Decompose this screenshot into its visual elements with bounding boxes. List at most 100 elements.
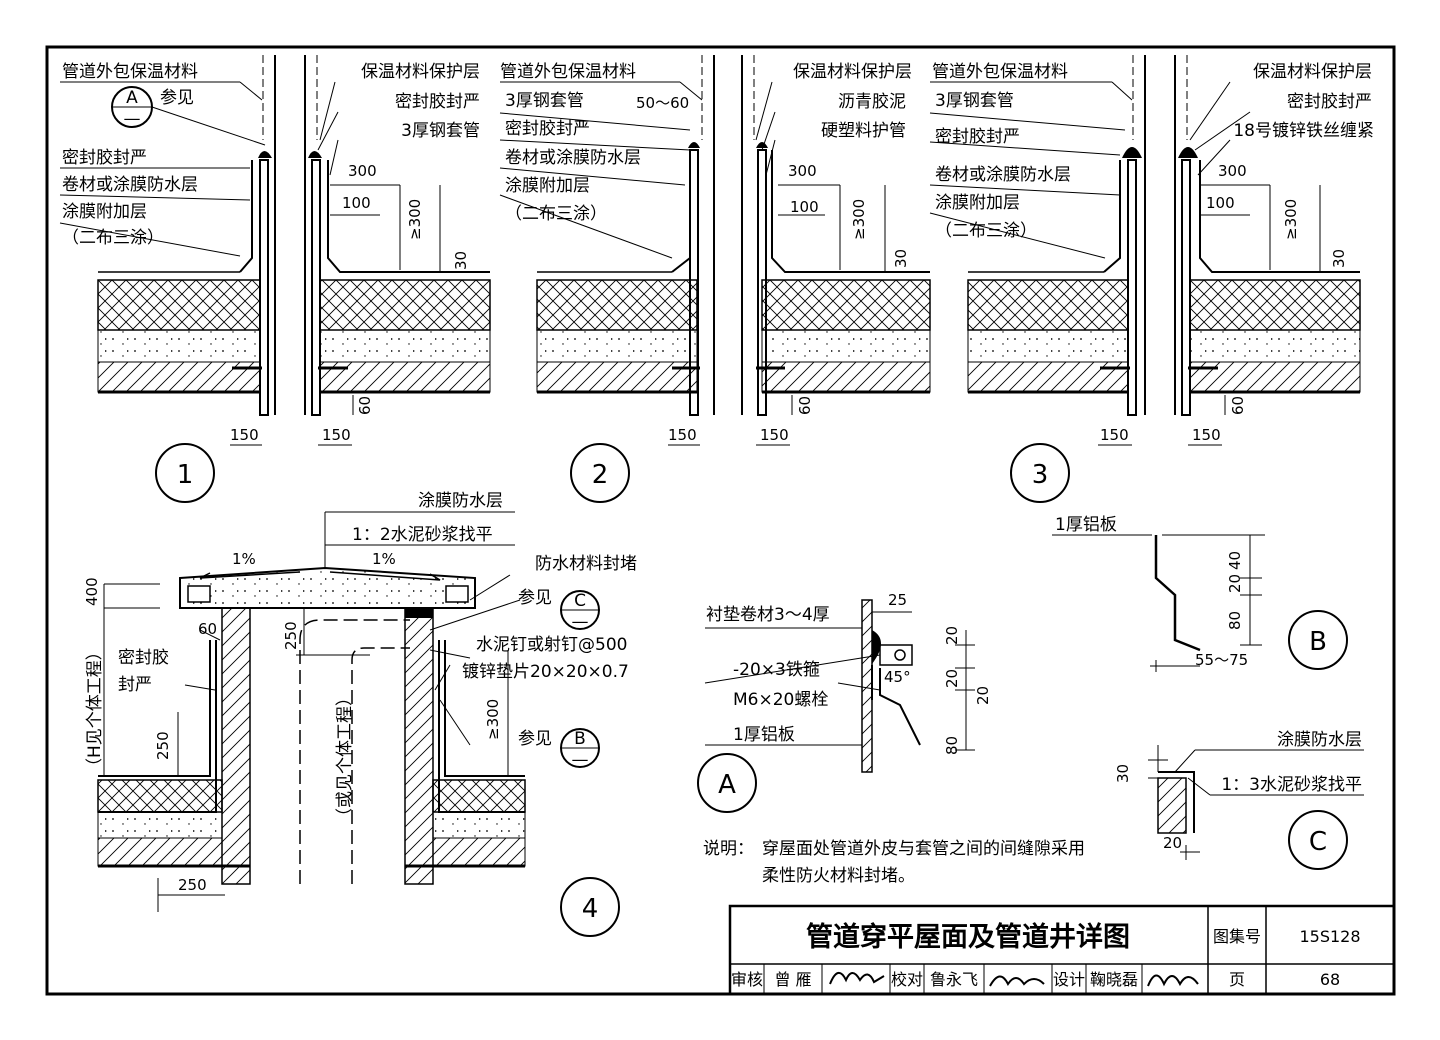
svg-text:30: 30 <box>892 249 910 268</box>
svg-text:1%: 1% <box>372 550 396 568</box>
svg-text:60: 60 <box>356 396 374 415</box>
svg-text:100: 100 <box>342 194 371 212</box>
detail-2-number: 2 <box>592 460 609 490</box>
svg-text:20: 20 <box>974 686 992 705</box>
svg-text:≥300: ≥300 <box>406 199 424 240</box>
svg-text:150: 150 <box>230 426 259 444</box>
ref-bubble-b-label: B <box>574 729 586 749</box>
d4-label-nail: 水泥钉或射钉@500 <box>476 635 627 655</box>
d3-label-wire: 18号镀锌铁丝缠紧 <box>1233 121 1374 141</box>
d2-label-plastic: 硬塑料护管 <box>821 121 906 141</box>
note-line-2: 柔性防火材料封堵。 <box>762 866 915 886</box>
d1-label-cloth: （二布三涂） <box>62 228 164 248</box>
d4-label-see-c: 参见 <box>518 588 552 608</box>
detail-4-number: 4 <box>582 894 599 924</box>
d2-label-insulation: 管道外包保温材料 <box>500 62 636 82</box>
svg-text:—: — <box>572 612 589 632</box>
svg-text:250: 250 <box>282 621 300 650</box>
detail-b-number: B <box>1309 627 1327 657</box>
dc-label-mortar: 1：3水泥砂浆找平 <box>1221 775 1362 795</box>
svg-text:300: 300 <box>348 162 377 180</box>
svg-text:250: 250 <box>178 876 207 894</box>
d1-label-see: 参见 <box>160 88 194 108</box>
d1-label-membrane: 卷材或涂膜防水层 <box>62 175 198 195</box>
svg-text:30: 30 <box>1330 249 1348 268</box>
svg-text:150: 150 <box>1100 426 1129 444</box>
svg-text:≥300: ≥300 <box>484 699 502 740</box>
ref-bubble-c-label: C <box>574 591 586 611</box>
d4-shaft-note: （或见个体工程） <box>335 689 355 825</box>
note-prefix: 说明： <box>703 839 754 859</box>
detail-b: 1厚铝板 40 20 80 55～75 B <box>1052 515 1348 672</box>
detail-4-number-circle <box>560 877 620 937</box>
d3-label-extra-layer: 涂膜附加层 <box>935 193 1020 213</box>
detail-c: 涂膜防水层 1：3水泥砂浆找平 30 20 C <box>1114 730 1364 870</box>
svg-text:150: 150 <box>760 426 789 444</box>
drawing-title: 管道穿平屋面及管道井详图 <box>806 921 1130 953</box>
design-label: 设计 <box>1053 970 1085 989</box>
svg-text:80: 80 <box>1226 611 1244 630</box>
review-label: 审核 <box>731 970 763 989</box>
d3-label-cloth: （二布三涂） <box>935 221 1037 241</box>
atlas-number: 15S128 <box>1299 927 1360 946</box>
svg-text:1%: 1% <box>232 550 256 568</box>
reviewer-name: 曾 雁 <box>774 970 811 989</box>
d4-h-note: （H见个体工程） <box>85 643 105 775</box>
da-label-plate: 1厚铝板 <box>733 725 795 745</box>
note-line-1: 穿屋面处管道外皮与套管之间的间缝隙采用 <box>762 839 1085 859</box>
d4-label-mortar: 1：2水泥砂浆找平 <box>352 525 493 545</box>
svg-text:100: 100 <box>1206 194 1235 212</box>
svg-text:45°: 45° <box>884 668 911 686</box>
d1-label-sleeve: 3厚钢套管 <box>401 121 480 141</box>
svg-text:—: — <box>572 750 589 770</box>
d4-label-washer: 镀锌垫片20×20×0.7 <box>462 662 629 682</box>
svg-text:60: 60 <box>198 620 217 638</box>
designer-name: 鞠晓磊 <box>1090 970 1138 989</box>
page-number: 68 <box>1320 970 1340 989</box>
d1-label-insulation: 管道外包保温材料 <box>62 62 198 82</box>
d4-label-sealant: 密封胶 <box>118 648 169 668</box>
d2-gap-dim: 50～60 <box>636 94 689 112</box>
svg-text:25: 25 <box>888 591 907 609</box>
svg-text:100: 100 <box>790 198 819 216</box>
svg-text:300: 300 <box>788 162 817 180</box>
d4-label-see-b: 参见 <box>518 729 552 749</box>
d2-label-sealant: 密封胶封严 <box>505 119 590 139</box>
detail-3-number-circle <box>1010 443 1070 503</box>
d4-label-plug: 防水材料封堵 <box>535 554 637 574</box>
detail-a: 衬垫卷材3～4厚 -20×3铁箍 M6×20螺栓 1厚铝板 25 20 20 2… <box>697 591 992 813</box>
svg-text:300: 300 <box>1218 162 1247 180</box>
d1-label-protect: 保温材料保护层 <box>361 62 480 82</box>
svg-text:≥300: ≥300 <box>1282 199 1300 240</box>
d2-label-extra-layer: 涂膜附加层 <box>505 176 590 196</box>
svg-text:20: 20 <box>1163 834 1182 852</box>
svg-text:30: 30 <box>452 251 470 270</box>
svg-text:250: 250 <box>154 731 172 760</box>
svg-text:55～75: 55～75 <box>1195 651 1248 669</box>
designer-signature <box>1147 974 1199 987</box>
svg-text:80: 80 <box>943 736 961 755</box>
svg-text:30: 30 <box>1114 764 1132 783</box>
d1-label-sealant: 密封胶封严 <box>62 148 147 168</box>
detail-3: 管道外包保温材料 3厚钢套管 密封胶封严 卷材或涂膜防水层 涂膜附加层 （二布三… <box>929 55 1374 503</box>
svg-text:40: 40 <box>1226 551 1244 570</box>
title-block: 管道穿平屋面及管道井详图 图集号 15S128 审核 曾 雁 校对 鲁永飞 设计… <box>728 904 1396 996</box>
da-label-hoop: -20×3铁箍 <box>733 660 820 680</box>
d2-label-protect: 保温材料保护层 <box>793 62 912 82</box>
svg-text:—: — <box>124 109 141 129</box>
svg-text:150: 150 <box>668 426 697 444</box>
svg-text:≥300: ≥300 <box>850 199 868 240</box>
d3-label-sleeve: 3厚钢套管 <box>935 91 1014 111</box>
d2-label-sleeve: 3厚钢套管 <box>505 91 584 111</box>
svg-text:60: 60 <box>1229 396 1247 415</box>
detail-1-number: 1 <box>177 460 194 490</box>
d4-label-seal: 封严 <box>118 675 152 695</box>
d3-label-insulation: 管道外包保温材料 <box>932 62 1068 82</box>
checker-name: 鲁永飞 <box>930 970 978 989</box>
d4-label-coating: 涂膜防水层 <box>418 491 503 511</box>
dc-label-coating: 涂膜防水层 <box>1277 730 1362 750</box>
sheet-border <box>45 45 1396 996</box>
svg-text:150: 150 <box>322 426 351 444</box>
svg-text:400: 400 <box>83 577 101 606</box>
